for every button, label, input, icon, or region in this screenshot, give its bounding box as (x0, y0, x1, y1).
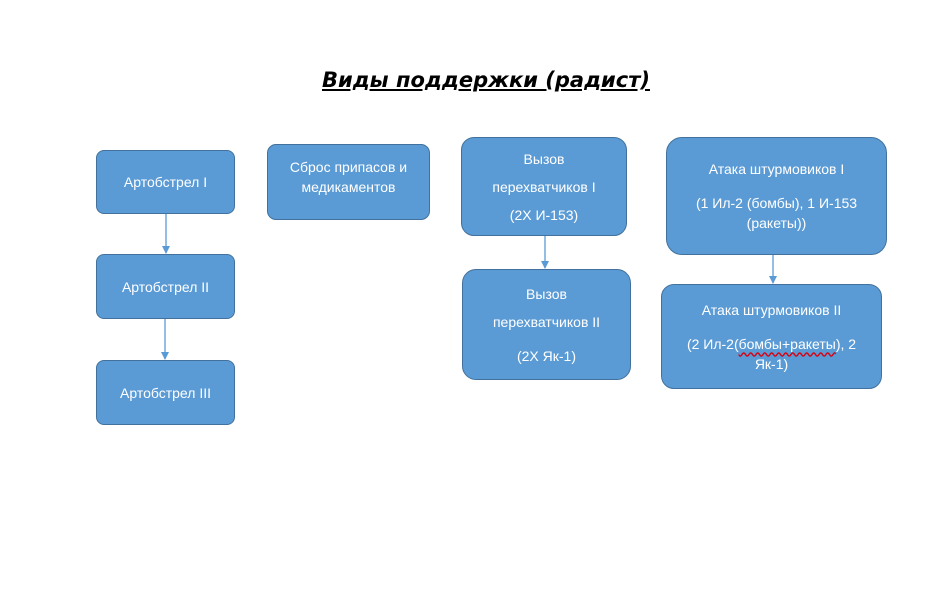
node-label-line-3: (2Х Як-1) (516, 347, 577, 364)
spellcheck-underlined-text: бомбы+ракеты (738, 335, 836, 352)
node-label-line-3-text: ракеты)) (751, 215, 807, 231)
node-artillery-3: Артобстрел III (96, 360, 235, 425)
node-label-line-3-prefix: ( (746, 215, 752, 231)
node-label: Артобстрел II (121, 278, 210, 295)
node-label-line-2: перехватчиков I (492, 178, 596, 195)
node-label-line-1: Атака штурмовиков I (708, 161, 845, 177)
node-artillery-2: Артобстрел II (96, 254, 235, 319)
node-attack-2: Атака штурмовиков II (2 Ил-2(бомбы+ракет… (661, 284, 882, 389)
node-label: Артобстрел I (123, 174, 208, 190)
node-supply-drop: Сброс припасов и медикаментов (267, 144, 430, 220)
node-label-part-3: ), 2 (835, 335, 857, 352)
node-label-line-2: перехватчиков II (492, 313, 601, 330)
diagram-title: Виды поддержки (радист) (322, 68, 650, 92)
node-artillery-1: Артобстрел I (96, 150, 235, 214)
node-interceptors-2: Вызов перехватчиков II (2Х Як-1) (462, 269, 631, 380)
node-label-line-1: Сброс припасов и (289, 159, 408, 175)
node-label-line-3: (ракеты)) (747, 213, 807, 233)
node-label-line-3: Як-1) (754, 355, 789, 372)
node-label-line-1: Атака штурмовиков II (701, 301, 842, 318)
node-label-line-2: медикаментов (301, 179, 396, 195)
node-attack-1: Атака штурмовиков I (1 Ил-2 (бомбы), 1 И… (666, 137, 887, 255)
node-label-line-2: (1 Ил-2 (бомбы), 1 И-153 (695, 195, 858, 211)
node-label-part-1: (2 Ил-2( (686, 335, 739, 352)
node-label-line-1: Вызов (526, 285, 567, 302)
node-label-line-1: Вызов (523, 150, 565, 167)
node-label-line-2: (2 Ил-2(бомбы+ракеты), 2 (687, 334, 856, 354)
node-interceptors-1: Вызов перехватчиков I (2Х И-153) (461, 137, 627, 236)
node-label: Артобстрел III (120, 384, 211, 401)
node-label-line-3: (2Х И-153) (509, 206, 579, 223)
